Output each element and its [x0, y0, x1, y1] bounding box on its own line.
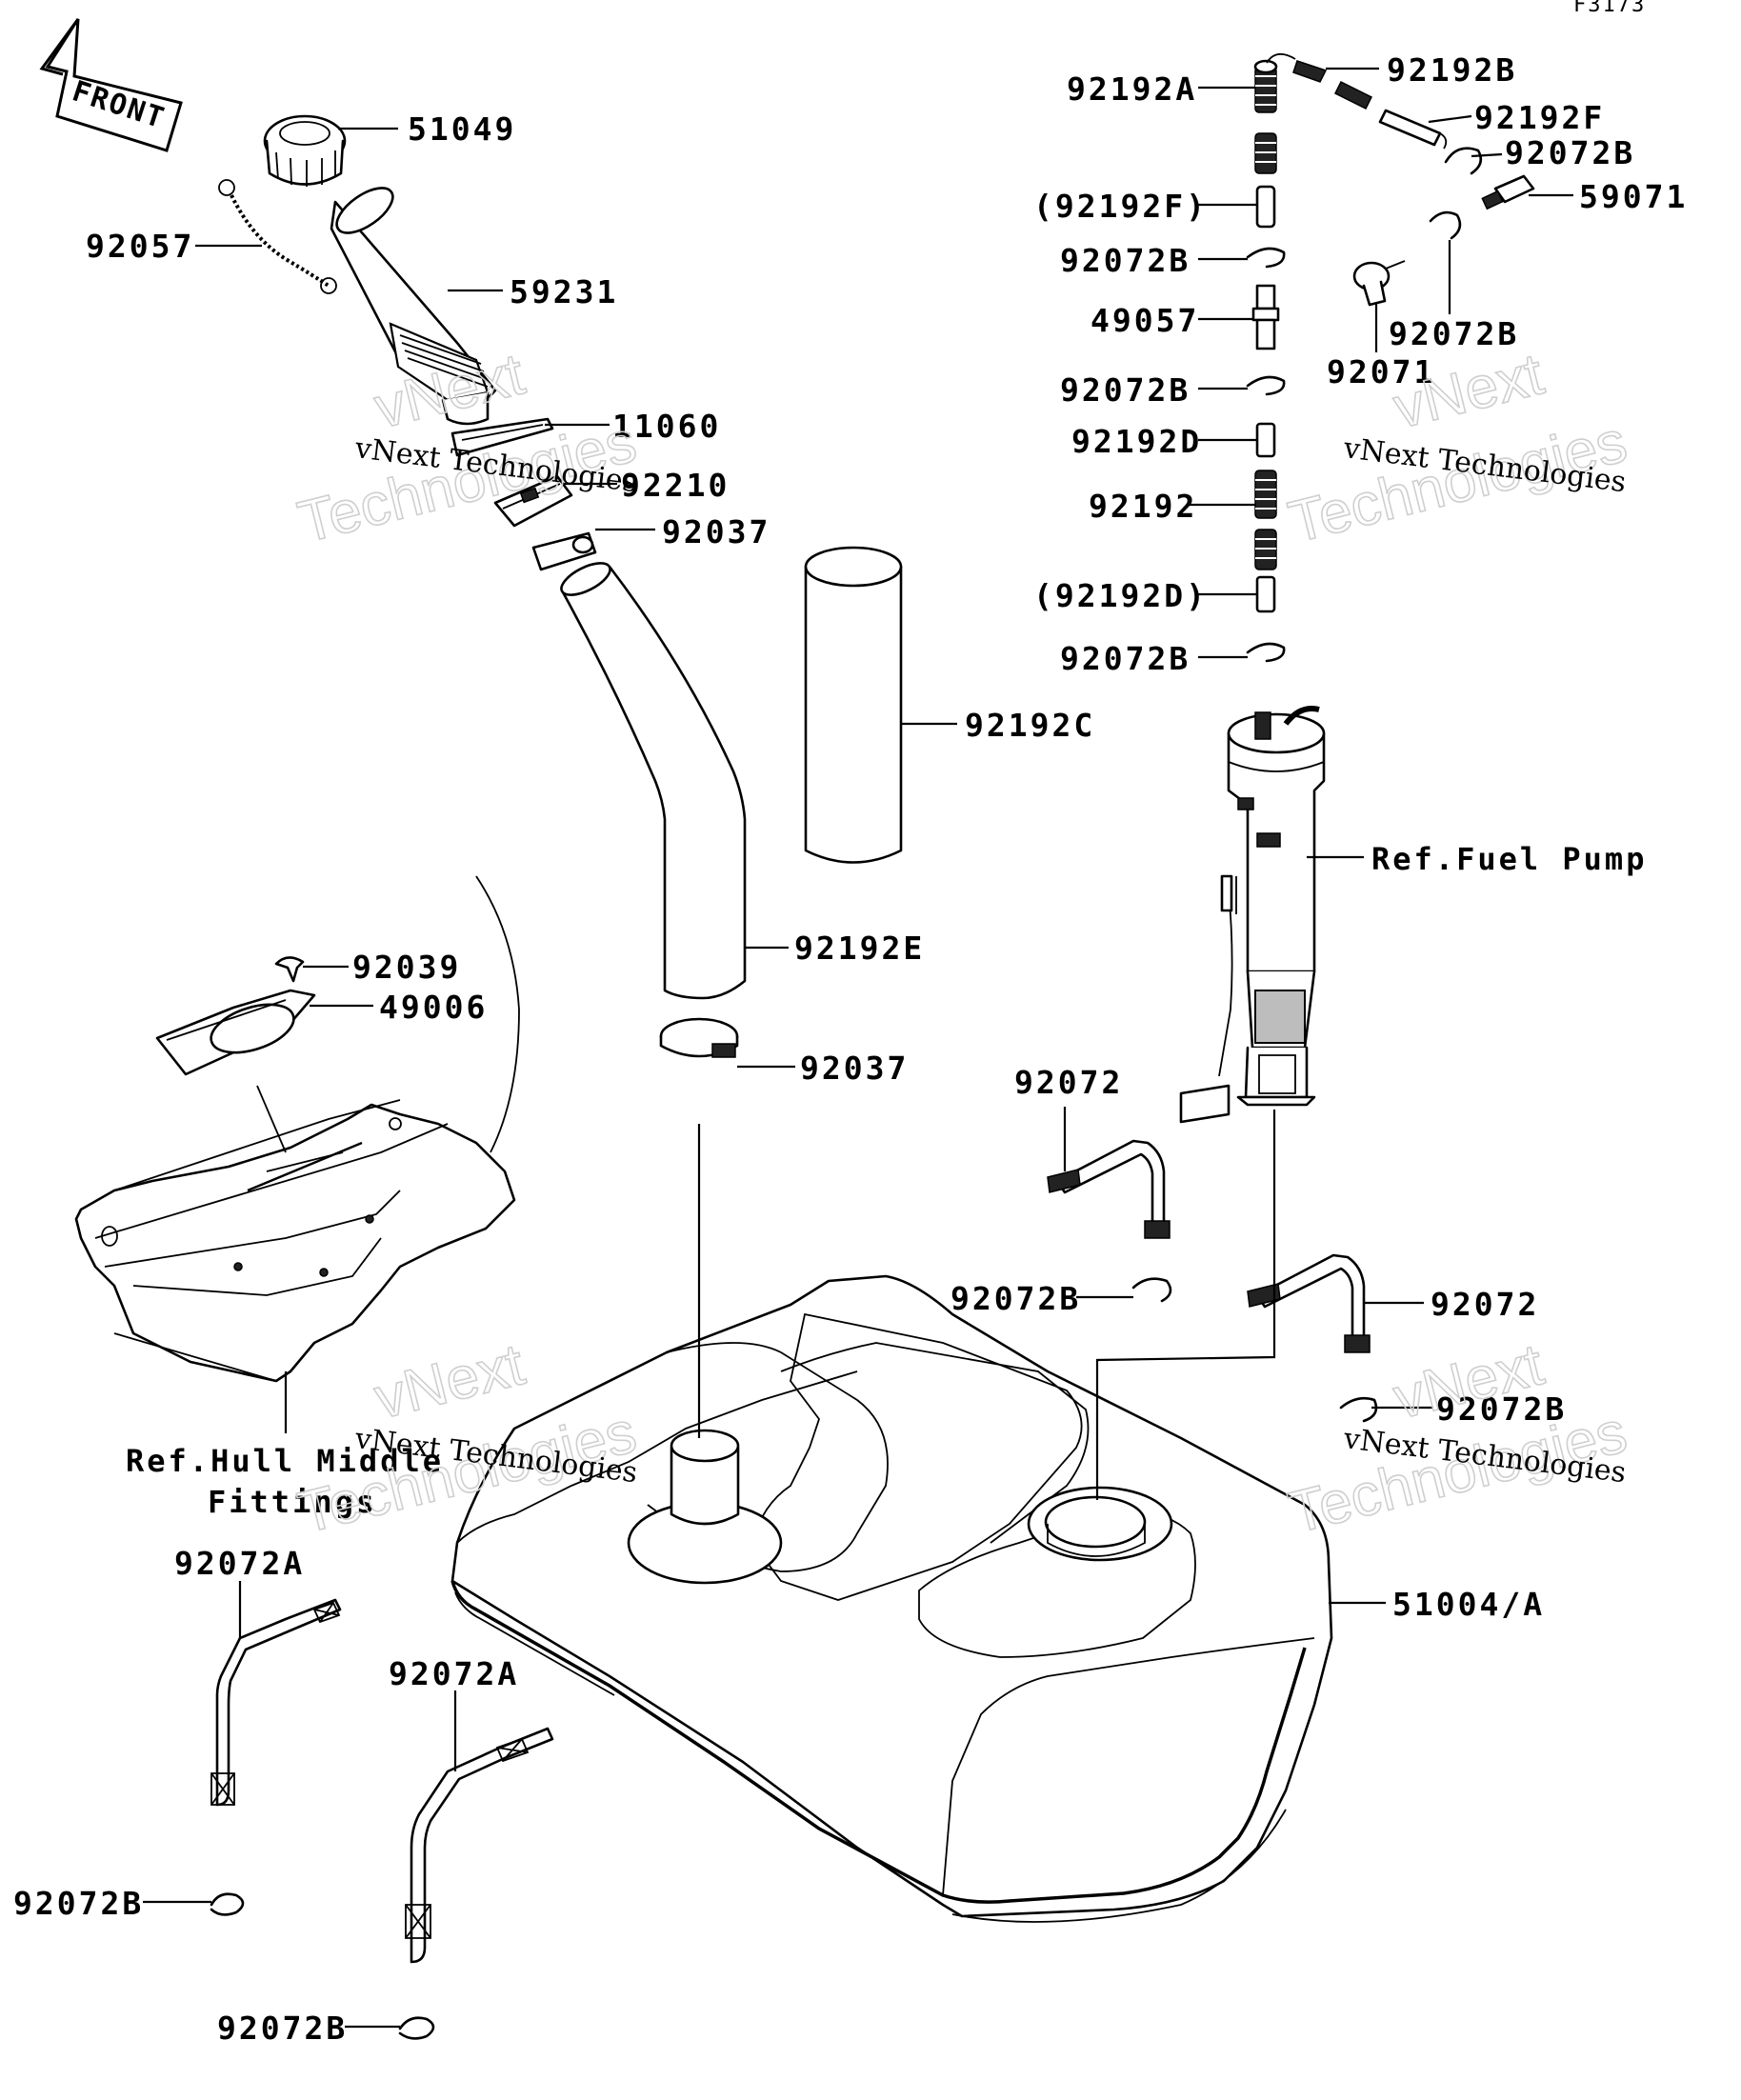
- callout-11060: 11060: [612, 408, 721, 445]
- callout-92192d-paren: (92192D): [1033, 577, 1208, 614]
- ref-fuel-pump: Ref.Fuel Pump: [1371, 841, 1647, 877]
- clip-92072b-right: [1339, 1396, 1378, 1423]
- callout-92072a-middle: 92072A: [389, 1655, 519, 1692]
- callout-92039: 92039: [352, 949, 461, 986]
- diagram-code: F3173: [1573, 0, 1646, 17]
- clamp-92037-lower: [659, 1017, 739, 1058]
- callout-92072b-r3: 92072B: [1060, 640, 1191, 677]
- callout-92192f: 92192F: [1474, 99, 1605, 136]
- callout-92037-top: 92037: [662, 513, 770, 550]
- fuel-cap: [263, 114, 347, 187]
- callout-49057: 49057: [1091, 302, 1199, 339]
- hose-assembly-top-right: [1266, 53, 1448, 150]
- clip-92072b-r2: [1246, 375, 1286, 396]
- spring-92192: [1254, 470, 1277, 519]
- hull-middle-fittings: [74, 875, 520, 1383]
- callout-92072b-r5: 92072B: [1389, 315, 1519, 352]
- callout-92037-lower: 92037: [800, 1050, 909, 1087]
- callout-92072b-left-1: 92072B: [13, 1885, 144, 1922]
- hose-92192d-upper: [1255, 422, 1276, 458]
- callout-92072b-right: 92072B: [1436, 1390, 1567, 1428]
- callout-59231: 59231: [510, 273, 618, 310]
- clip-92072b-left-1: [210, 1892, 245, 1916]
- hose-92192f-vertical: [1255, 185, 1276, 229]
- hose-92192d-lower: [1255, 575, 1276, 613]
- clip-92072b-mid: [1131, 1277, 1172, 1303]
- ref-hull-line1: Ref.Hull Middle: [126, 1443, 444, 1479]
- fuel-pump: [1179, 706, 1326, 1124]
- filler-neck: [330, 187, 497, 426]
- callout-92072-upper: 92072: [1014, 1064, 1123, 1101]
- callout-92192e: 92192E: [794, 930, 925, 967]
- gasket-11060: [450, 417, 554, 457]
- callout-92071: 92071: [1327, 353, 1435, 390]
- spring-lower-92192a: [1254, 132, 1277, 174]
- callout-92072-lower: 92072: [1431, 1286, 1539, 1323]
- front-arrow-icon: FRONT: [39, 18, 183, 152]
- cover-49006: [155, 989, 316, 1076]
- lead-92192f: [1428, 114, 1472, 124]
- clip-92072b-r5: [1429, 210, 1462, 240]
- fitting-49057: [1251, 284, 1280, 350]
- callout-49006: 49006: [379, 989, 488, 1026]
- watermark-top-left: vNext Technologies vNext Technologies: [291, 340, 643, 556]
- clip-92072b-left-2: [398, 2016, 435, 2040]
- strap-92072-lower: [1247, 1253, 1371, 1353]
- cap-strap: [218, 179, 337, 294]
- hose-92192e: [560, 562, 747, 1000]
- lead-tank-pump: [1095, 1110, 1276, 1500]
- clip-92072b-r3: [1246, 642, 1286, 663]
- bushing-92210: [493, 474, 573, 528]
- strap-92072a-left: [210, 1598, 342, 1807]
- tube-92192c: [804, 546, 903, 864]
- callout-92192a: 92192A: [1067, 70, 1197, 108]
- fitting-59071: [1481, 174, 1535, 210]
- svg-text:vNext: vNext: [369, 1331, 530, 1431]
- lead-92072b-4: [1471, 152, 1503, 158]
- clip-92072b-r1: [1246, 247, 1286, 269]
- rivet-92039: [274, 956, 305, 983]
- callout-92057: 92057: [86, 228, 194, 265]
- callout-92072a-left: 92072A: [174, 1545, 305, 1582]
- callout-92072b-mid: 92072B: [951, 1280, 1081, 1317]
- callout-92192f-paren: (92192F): [1033, 188, 1208, 225]
- callout-92072b-r1: 92072B: [1060, 242, 1191, 279]
- clip-92072b-r4: [1444, 147, 1483, 175]
- callout-92192: 92192: [1089, 488, 1197, 525]
- strap-92072a-middle: [405, 1727, 554, 1964]
- callout-92192d: 92192D: [1071, 423, 1202, 460]
- ref-hull-line2: Fittings: [208, 1484, 377, 1520]
- valve-92071: [1352, 260, 1406, 307]
- callout-92072b-left-2: 92072B: [217, 2010, 348, 2047]
- spring-92192-lower: [1254, 529, 1277, 570]
- callout-92072b-r2: 92072B: [1060, 371, 1191, 409]
- clamp-92037-top: [531, 531, 597, 571]
- callout-59071: 59071: [1579, 178, 1688, 215]
- callout-92192c: 92192C: [965, 707, 1095, 744]
- fuel-tank-51004a: [450, 1274, 1333, 1923]
- callout-92210: 92210: [621, 467, 730, 504]
- callout-51049: 51049: [408, 110, 516, 148]
- callout-51004a: 51004/A: [1392, 1586, 1545, 1623]
- callout-92072b-r4: 92072B: [1505, 134, 1635, 171]
- callout-92192b: 92192B: [1387, 51, 1517, 89]
- watermark-bottom-right: vNext Technologies vNext Technologies: [1282, 1330, 1633, 1547]
- strap-92072-upper: [1047, 1139, 1171, 1239]
- spring-92192a: [1253, 59, 1278, 113]
